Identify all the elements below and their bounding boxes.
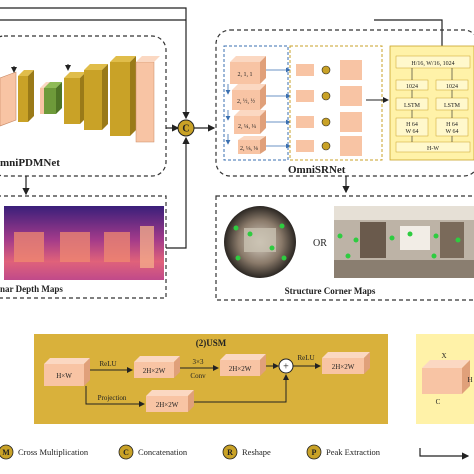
svg-text:Concatenation: Concatenation [138,447,188,457]
svg-text:2H×2W: 2H×2W [229,365,252,373]
svg-text:+: + [283,362,289,373]
svg-text:2, ¼, ¼: 2, ¼, ¼ [238,124,257,130]
svg-text:1024: 1024 [406,84,418,90]
legend-cross-multiplication: M Cross Multiplication [0,444,89,460]
pdm-small-arrows [11,64,71,73]
pdm-block-8 [135,56,160,143]
depth-map-walls [14,226,154,268]
svg-text:Peak Extraction: Peak Extraction [326,447,381,457]
encoder-block-4: 2, ⅛, ⅛ [238,136,266,154]
usm-projection-label: Projection [98,394,127,402]
svg-text:Reshape: Reshape [242,447,271,457]
svg-text:H 64: H 64 [406,122,418,128]
omnipdmnet-panel: mniPDMNet [0,35,167,177]
encoder-block-3: 2, ¼, ¼ [234,110,266,134]
usm-block-2h-3: 2H×2W [322,352,370,374]
usm-add-node: + [278,358,294,374]
pdm-block-2 [18,70,34,122]
pdm-block-5 [64,72,86,124]
or-label: OR [313,238,327,249]
svg-text:2H×2W: 2H×2W [156,401,179,409]
fusion-small-blocks [296,64,314,152]
concat-node: C [177,119,195,137]
pdm-block-6 [84,64,108,130]
reshape-nodes [321,65,331,151]
reshape-h-label: H [467,376,472,384]
legend-arrow [419,448,470,460]
usm-relu2-label: ReLU [297,354,314,362]
reshape-x-label: X [441,352,446,360]
svg-text:W 64: W 64 [405,129,418,135]
pdm-block-4 [44,82,62,114]
usm-block-2h-2: 2H×2W [220,354,266,376]
encoder-flow-arrows [225,67,291,149]
usm-projection-arrow [85,386,145,407]
svg-text:2H×2W: 2H×2W [332,363,355,371]
svg-text:H×W: H×W [56,372,72,380]
usm-panel: (2)USM H×W ReLU 2H×2W 3×3 Conv 2H×2W + [34,334,388,424]
usm-conv-label: 3×3 [193,358,204,366]
encoder-stack-frame [223,45,289,161]
depth-feedback-arrow [166,136,190,249]
svg-text:2H×2W: 2H×2W [143,367,166,375]
usm-block-2h-4: 2H×2W [146,390,194,412]
fusion-stack-frame [289,45,383,161]
usm-input-block: H×W [44,358,90,386]
lstm-row5: H-W [427,146,439,152]
usm-relu1-label: ReLU [99,360,116,368]
svg-text:W 64: W 64 [445,129,458,135]
legend-peak-extraction: P Peak Extraction [306,444,381,460]
svg-text:2, ⅛, ⅛: 2, ⅛, ⅛ [240,146,259,152]
svg-text:LSTM: LSTM [404,103,421,109]
encoder-block-2: 2, ½, ½ [232,84,266,110]
usm-conv2-label: Conv [190,372,206,380]
usm-block-2h-1: 2H×2W [134,356,180,378]
svg-text:P: P [312,448,317,457]
legend: M Cross Multiplication C Concatenation R… [0,444,470,460]
encoder-block-1: 2, 1, 1 [230,56,266,84]
panorama-image [334,206,474,278]
pdm-block-1 [0,71,17,127]
omnipdmnet-title: mniPDMNet [0,157,60,169]
reshape-c-label: C [436,398,441,406]
usm-skip-arrow [194,374,289,403]
omnisrnet-title: OmniSRNet [288,164,346,176]
fisheye-image [224,206,296,278]
corner-map-panel: OR Structure Corner Maps [215,195,474,301]
concat-node-label: C [182,124,189,135]
depth-map-label: nar Depth Maps [0,284,63,294]
svg-text:2, 1, 1: 2, 1, 1 [238,72,253,78]
svg-text:R: R [227,448,233,457]
svg-text:C: C [123,448,129,457]
svg-text:M: M [2,448,10,457]
depth-map-panel: nar Depth Maps [0,195,167,299]
lstm-row1: H/16, W/16, 1024 [411,61,454,67]
fusion-tall-blocks [340,60,362,156]
svg-text:1024: 1024 [446,84,458,90]
svg-text:H 64: H 64 [446,122,458,128]
usm-title: (2)USM [196,338,227,348]
lstm-panel: H/16, W/16, 1024 1024 1024 LSTM LSTM H 6… [389,45,474,161]
reshape-panel: X H C [416,334,474,424]
pdm-block-7 [110,56,136,136]
svg-text:LSTM: LSTM [444,103,461,109]
svg-text:Cross Multiplication: Cross Multiplication [18,447,89,457]
svg-text:2, ½, ½: 2, ½, ½ [237,98,256,105]
legend-reshape: R Reshape [222,444,271,460]
corner-map-label: Structure Corner Maps [285,286,376,296]
omnisrnet-panel: 2, 1, 1 2, ½, ½ 2, ¼, ¼ 2, ⅛, ⅛ [215,29,474,177]
legend-concatenation: C Concatenation [118,444,188,460]
